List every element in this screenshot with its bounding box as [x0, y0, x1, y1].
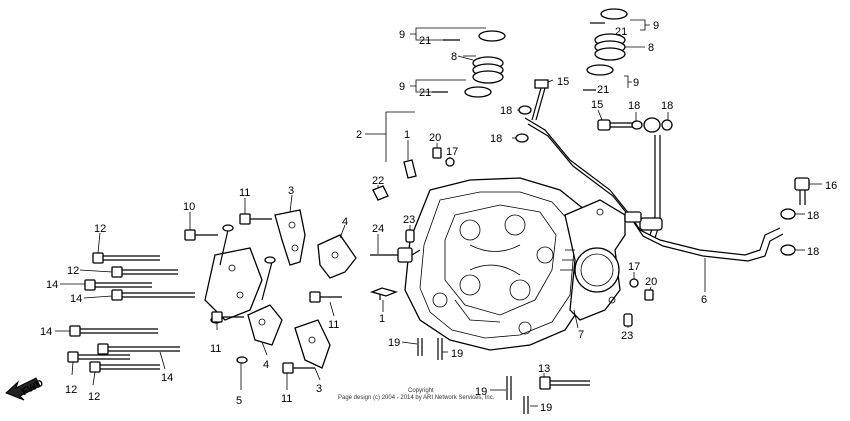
oil-pipe[interactable] [524, 117, 784, 262]
bracket-3-lower[interactable] [294, 319, 331, 369]
bracket-3-upper[interactable] [274, 209, 306, 266]
callout-20[interactable]: 20 [429, 132, 441, 144]
callout-6[interactable]: 6 [701, 294, 707, 306]
cylinder-head[interactable] [404, 177, 591, 351]
callout-3[interactable]: 3 [316, 383, 322, 395]
bolt-10[interactable] [184, 229, 218, 241]
bracket-4-upper[interactable] [317, 234, 357, 279]
callout-24[interactable]: 24 [372, 223, 384, 235]
callout-19[interactable]: 19 [475, 386, 487, 398]
callout-19[interactable]: 19 [388, 337, 400, 349]
leader-lines [55, 19, 822, 407]
callout-23[interactable]: 23 [403, 214, 415, 226]
callout-3[interactable]: 3 [288, 185, 294, 197]
callout-21[interactable]: 21 [419, 87, 431, 99]
callout-11[interactable]: 11 [210, 343, 221, 355]
oil-bolt-16[interactable] [794, 177, 810, 205]
forward-arrow: FWD [5, 377, 45, 401]
callout-14[interactable]: 14 [70, 293, 82, 305]
callout-18[interactable]: 18 [661, 100, 673, 112]
callout-2[interactable]: 2 [356, 129, 362, 141]
callout-21[interactable]: 21 [615, 26, 627, 38]
callout-4[interactable]: 4 [342, 216, 348, 228]
callout-21[interactable]: 21 [597, 84, 609, 96]
copyright-line1: Copyright [408, 388, 434, 394]
bolt-11[interactable] [211, 213, 342, 374]
callout-21[interactable]: 21 [419, 35, 431, 47]
valve-guide[interactable] [369, 159, 417, 300]
valve-collar-group-right[interactable] [586, 8, 628, 76]
callout-22[interactable]: 22 [372, 175, 384, 187]
callout-8[interactable]: 8 [451, 51, 457, 63]
stud-bolt[interactable] [417, 338, 529, 414]
pin[interactable] [432, 22, 605, 93]
callout-12[interactable]: 12 [65, 384, 77, 396]
callout-11[interactable]: 11 [281, 393, 292, 405]
callout-18[interactable]: 18 [807, 246, 819, 258]
oil-bolt-right[interactable] [597, 119, 635, 131]
callout-1[interactable]: 1 [379, 313, 385, 325]
long-bolt[interactable] [67, 252, 195, 373]
valve-collar-group-left[interactable] [464, 30, 506, 98]
callout-9[interactable]: 9 [633, 77, 639, 89]
callout-12[interactable]: 12 [94, 223, 106, 235]
callout-labels: 9 21 8 9 21 9 21 8 9 21 15 15 18 18 18 1… [40, 20, 837, 414]
callout-5[interactable]: 5 [236, 395, 242, 407]
callout-18[interactable]: 18 [490, 133, 502, 145]
callout-17[interactable]: 17 [628, 261, 640, 273]
callout-9[interactable]: 9 [653, 20, 659, 32]
oil-bolt-top[interactable] [531, 79, 549, 121]
clip[interactable] [372, 185, 389, 201]
callout-8[interactable]: 8 [648, 42, 654, 54]
callout-17[interactable]: 17 [446, 146, 458, 158]
callout-14[interactable]: 14 [46, 279, 58, 291]
callout-19[interactable]: 19 [451, 348, 463, 360]
small-bolt[interactable] [432, 147, 654, 301]
callout-14[interactable]: 14 [161, 372, 173, 384]
callout-9[interactable]: 9 [399, 29, 405, 41]
forward-label: FWD [20, 378, 45, 398]
callout-18[interactable]: 18 [807, 210, 819, 222]
callout-11[interactable]: 11 [239, 187, 250, 199]
callout-9[interactable]: 9 [399, 81, 405, 93]
callout-10[interactable]: 10 [183, 201, 195, 213]
spark-plug[interactable] [370, 247, 421, 263]
bolt-13[interactable] [539, 376, 590, 390]
callout-14[interactable]: 14 [40, 326, 52, 338]
callout-1[interactable]: 1 [404, 129, 410, 141]
callout-23[interactable]: 23 [621, 330, 633, 342]
bracket-4-lower[interactable] [247, 304, 283, 346]
callout-20[interactable]: 20 [645, 276, 657, 288]
copyright-line2: Page design (c) 2004 - 2014 by ARI Netwo… [338, 395, 495, 401]
callout-4[interactable]: 4 [263, 359, 269, 371]
callout-18[interactable]: 18 [628, 100, 640, 112]
callout-12[interactable]: 12 [88, 391, 100, 403]
callout-19[interactable]: 19 [540, 402, 552, 414]
callout-13[interactable]: 13 [538, 363, 550, 375]
callout-16[interactable]: 16 [825, 180, 837, 192]
callout-11[interactable]: 11 [328, 319, 339, 331]
callout-12[interactable]: 12 [67, 265, 79, 277]
gasket[interactable] [560, 199, 626, 321]
rocker-arm-frame[interactable] [204, 229, 273, 321]
callout-18[interactable]: 18 [500, 105, 512, 117]
callout-7[interactable]: 7 [578, 329, 584, 341]
callout-15[interactable]: 15 [591, 99, 603, 111]
callout-15[interactable]: 15 [557, 76, 569, 88]
